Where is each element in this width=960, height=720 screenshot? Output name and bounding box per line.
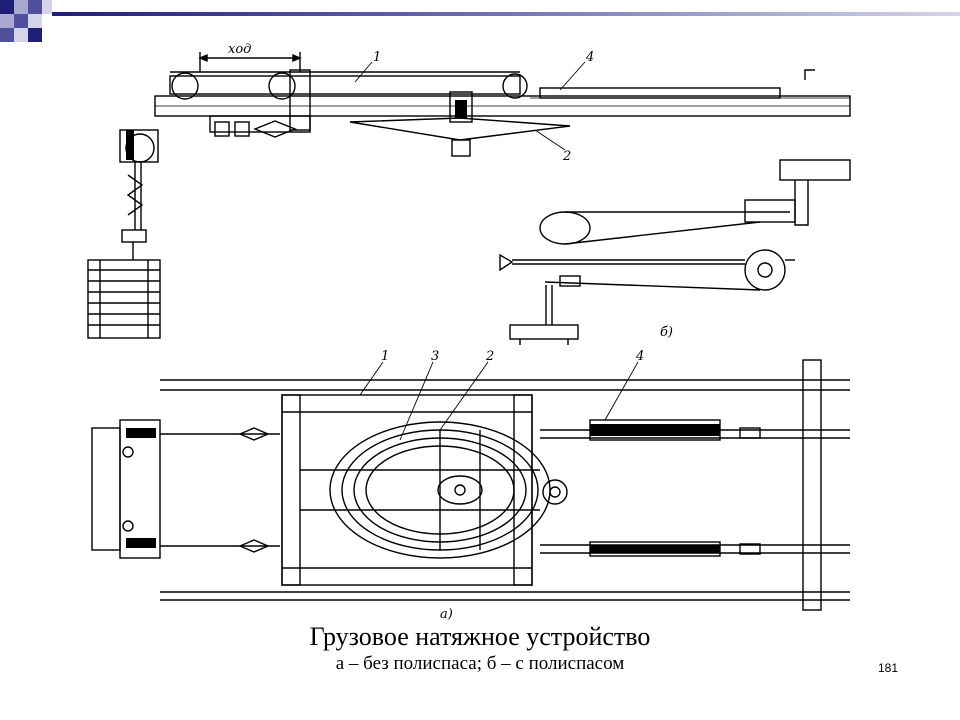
technical-drawing: ход 1 4 2 1 3 2 4 б) а): [87, 42, 851, 620]
title-rule: [52, 12, 960, 16]
plan-view: [91, 359, 850, 611]
callout-2: 2: [485, 349, 494, 364]
deco-square: [0, 28, 14, 42]
deco-square: [28, 28, 42, 42]
deco-square: [14, 0, 28, 14]
deco-square: [14, 14, 28, 28]
deco-square: [42, 0, 52, 14]
caption-subtitle: а – без полиспаса; б – с полиспасом: [335, 653, 625, 674]
deco-square: [14, 28, 28, 42]
callout-1: 1: [373, 50, 381, 65]
polyspast-view: [499, 159, 851, 345]
callout-2: 2: [562, 149, 571, 164]
deco-square: [28, 14, 42, 28]
page-number: 181: [878, 661, 899, 675]
callout-4: 4: [635, 349, 644, 364]
label-a: а): [440, 607, 453, 620]
deco-square: [0, 14, 14, 28]
deco-square: [0, 0, 14, 14]
caption-title: Грузовое натяжное устройство: [309, 622, 651, 651]
label-b: б): [660, 325, 673, 340]
callout-1: 1: [381, 349, 389, 364]
callout-3: 3: [431, 349, 439, 364]
callout-4: 4: [585, 50, 594, 65]
side-view: [87, 52, 851, 339]
label-stroke: ход: [228, 42, 251, 57]
deco-square: [28, 0, 42, 14]
